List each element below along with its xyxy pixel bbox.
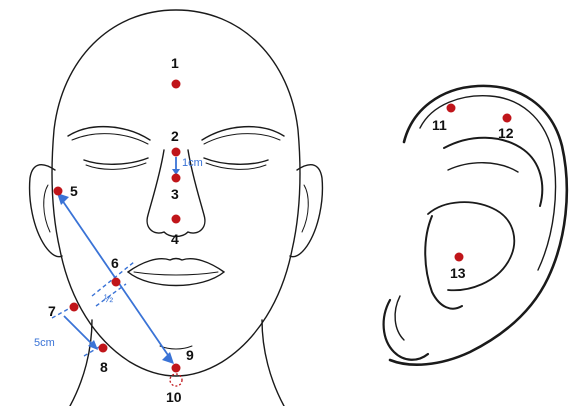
ear-concha	[428, 202, 514, 290]
point-7-label: 7	[48, 303, 56, 319]
point-1-label: 1	[171, 55, 179, 71]
ear-illustration	[384, 86, 567, 365]
guide-line-7-to-8	[64, 316, 94, 346]
annotation-5cm: 5cm	[34, 337, 55, 349]
point-9-dot	[172, 364, 181, 373]
point-12-dot	[503, 114, 512, 123]
mouth-lower-lip	[128, 272, 224, 286]
point-8-dot	[99, 344, 108, 353]
point-10-label: 10	[166, 389, 182, 405]
neck-right	[262, 320, 284, 406]
point-11-dot	[447, 104, 456, 113]
point-9-label: 9	[186, 347, 194, 363]
point-6-label: 6	[111, 255, 119, 271]
point-3-label: 3	[171, 186, 179, 202]
left-ear	[30, 165, 62, 257]
point-13-label: 13	[450, 265, 466, 281]
left-eye	[84, 158, 148, 164]
point-4-dot	[172, 215, 181, 224]
point-1-dot	[172, 80, 181, 89]
annotation-1cm: 1cm	[182, 157, 203, 169]
point-12-label: 12	[498, 125, 514, 141]
right-eye	[204, 158, 268, 164]
point-6-dot	[112, 278, 121, 287]
point-2-dot	[172, 148, 181, 157]
point-11-label: 11	[432, 117, 447, 133]
annotation-half: ½	[104, 293, 113, 305]
ear-helix	[390, 86, 567, 365]
point-5-dot	[54, 187, 63, 196]
mouth-upper-lip	[128, 259, 224, 273]
ear-antihelix	[444, 138, 542, 206]
point-5-label: 5	[70, 183, 78, 199]
point-3-dot	[172, 174, 181, 183]
point-13-dot	[455, 253, 464, 262]
right-ear	[290, 165, 322, 257]
point-2-label: 2	[171, 128, 179, 144]
ear-tragus	[425, 216, 462, 309]
point-8-label: 8	[100, 359, 108, 375]
point-4-label: 4	[171, 231, 179, 247]
point-7-dot	[70, 303, 79, 312]
ear-lobe	[384, 300, 428, 360]
